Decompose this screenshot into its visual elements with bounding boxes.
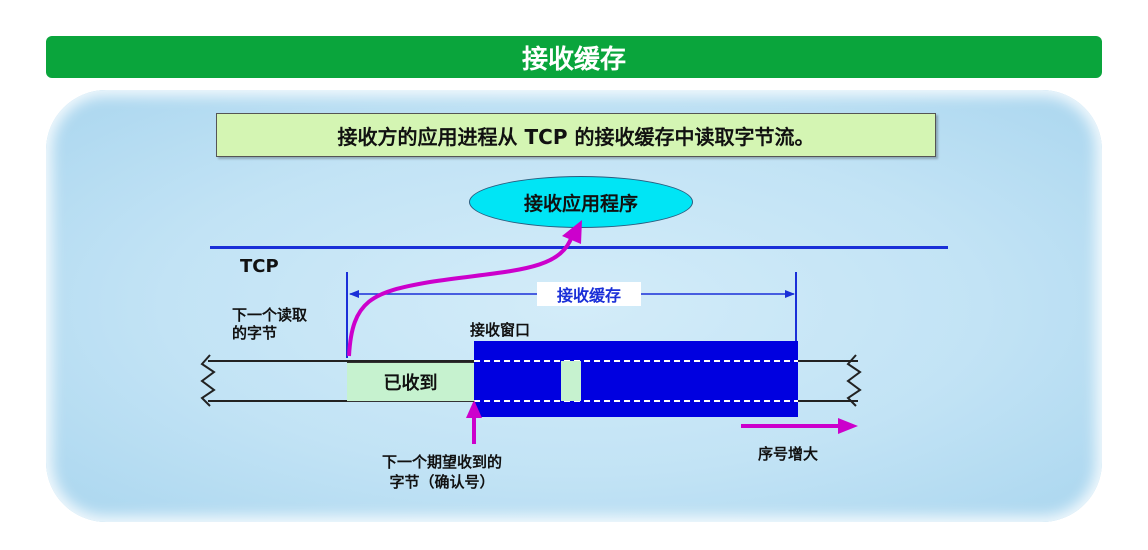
left-break-squiggle (200, 354, 216, 407)
sequence-increase-label: 序号增大 (758, 445, 819, 463)
read-curve-arrowhead (562, 220, 582, 244)
note-box: 接收方的应用进程从 TCP 的接收缓存中读取字节流。 (216, 113, 936, 157)
tcp-boundary-line (210, 246, 948, 249)
next-expected-byte-label: 下一个期望收到的 字节（确认号） (382, 453, 503, 491)
out-of-order-segment (561, 361, 581, 401)
receive-window-block (474, 341, 798, 417)
next-read-byte-label: 下一个读取 的字节 (232, 306, 308, 342)
buffer-label: 接收缓存 (537, 282, 641, 306)
diagram-panel (46, 90, 1102, 522)
right-break-squiggle (846, 354, 862, 407)
seq-increase-arrowhead (838, 418, 858, 434)
received-segment: 已收到 (347, 362, 474, 402)
receive-window-label: 接收窗口 (470, 321, 531, 339)
page-title: 接收缓存 (46, 36, 1102, 78)
tcp-label: TCP (240, 256, 279, 277)
read-curve-arrow (347, 235, 574, 357)
next-expected-arrowhead (466, 400, 482, 418)
